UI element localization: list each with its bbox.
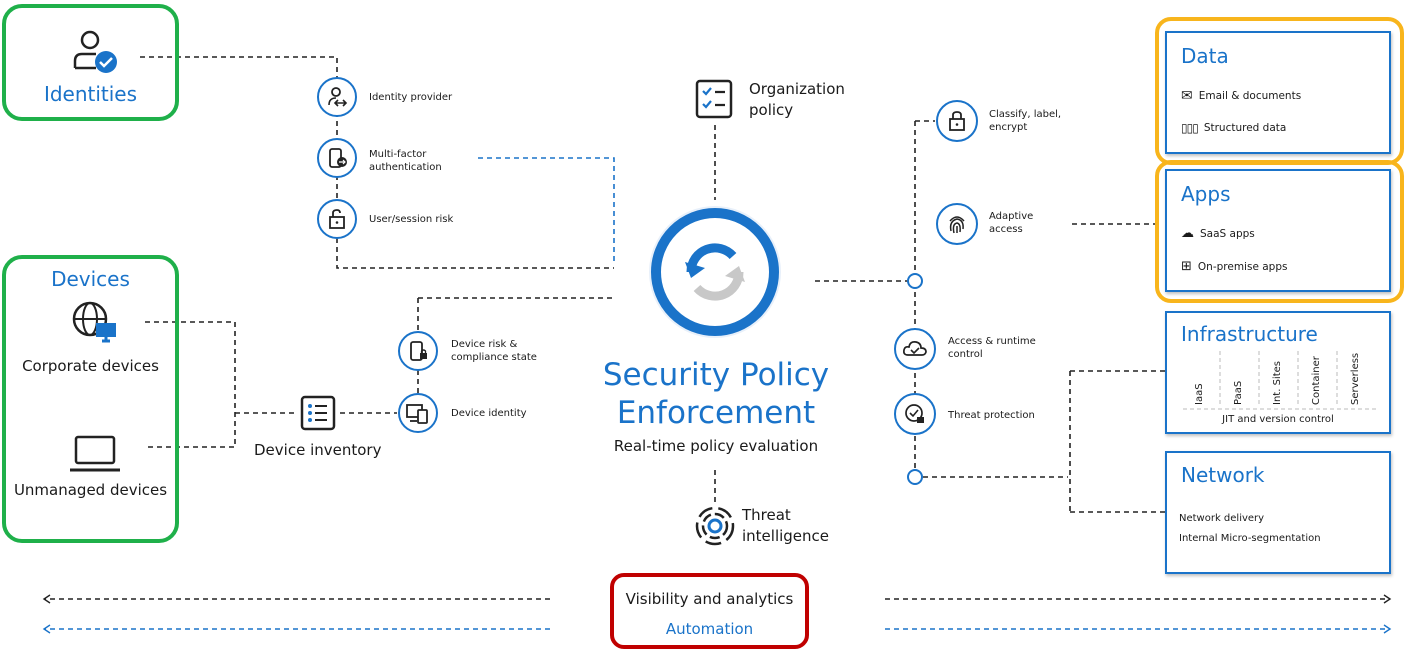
apps-item-onprem: ⊞ On-premise apps	[1181, 259, 1287, 274]
threat-intelligence-label: Threat intelligence	[742, 506, 830, 545]
device-identity-label: Device identity	[451, 408, 527, 419]
infra-column-container: Container	[1311, 356, 1322, 405]
apps-title: Apps	[1181, 182, 1231, 206]
organization-policy-label: Organization policy	[749, 80, 845, 119]
apps-item-label: SaaS apps	[1200, 227, 1255, 240]
infrastructure-box: Infrastructure IaaS PaaS Int. Sites Cont…	[1165, 311, 1391, 434]
center-title-line2: Enforcement	[616, 395, 816, 431]
device-identity-icon	[398, 393, 438, 433]
unlock-icon	[317, 199, 357, 239]
checklist-icon	[695, 79, 733, 119]
shield-check-icon	[894, 393, 936, 435]
device-lock-icon	[398, 331, 438, 371]
data-item-structured: ▯▯▯ Structured data	[1181, 121, 1286, 135]
data-box: Data ✉ Email & documents ▯▯▯ Structured da…	[1165, 31, 1391, 154]
junction-node	[907, 273, 923, 289]
infra-column-iaas: IaaS	[1194, 383, 1205, 405]
threat-radar-icon	[695, 506, 735, 546]
infra-footer: JIT and version control	[1222, 414, 1334, 425]
fingerprint-icon	[936, 203, 978, 245]
apps-item-label: On-premise apps	[1197, 260, 1288, 273]
data-item-label: Structured data	[1203, 122, 1287, 134]
center-subtitle: Real-time policy evaluation	[613, 437, 819, 455]
center-title: Security Policy Enforcement	[560, 356, 872, 432]
visibility-box: Visibility and analytics Automation	[610, 573, 809, 649]
mfa-phone-icon	[317, 138, 357, 178]
visibility-label: Visibility and analytics	[625, 590, 794, 608]
identity-provider-icon	[317, 77, 357, 117]
list-icon	[300, 395, 336, 431]
device-risk-label: Device risk & compliance state	[451, 339, 537, 363]
lock-icon	[936, 100, 978, 142]
classify-label: Classify, label, encrypt	[989, 109, 1062, 133]
apps-item-saas: ☁ SaaS apps	[1181, 226, 1255, 241]
data-item-email: ✉ Email & documents	[1181, 88, 1301, 104]
mfa-label: Multi-factor authentication	[369, 149, 442, 173]
data-item-label: Email & documents	[1198, 90, 1302, 102]
identities-box: Identities	[2, 4, 179, 121]
access-runtime-label: Access & runtime control	[948, 336, 1036, 360]
user-check-icon	[73, 30, 117, 73]
infrastructure-title: Infrastructure	[1181, 322, 1318, 346]
infra-column-paas: PaaS	[1233, 380, 1244, 405]
cloud-download-icon: ☁	[1181, 226, 1194, 241]
policy-engine-sync-icon	[651, 208, 779, 336]
automation-label: Automation	[665, 620, 754, 638]
device-inventory-label: Device inventory	[254, 441, 382, 459]
infra-column-serverless: Serverless	[1350, 352, 1361, 405]
network-title: Network	[1181, 463, 1265, 487]
adaptive-access-label: Adaptive access	[989, 211, 1034, 235]
apps-grid-icon: ⊞	[1181, 259, 1192, 274]
identities-label: Identities	[43, 82, 138, 106]
infra-column-int-sites: Int. Sites	[1272, 361, 1283, 405]
cloud-check-icon	[894, 328, 936, 370]
devices-box: Devices Corporate devices Unmanaged devi…	[2, 255, 179, 543]
apps-highlight	[1155, 160, 1404, 303]
unmanaged-devices-label: Unmanaged devices	[13, 481, 168, 499]
apps-box: Apps ☁ SaaS apps ⊞ On-premise apps	[1165, 169, 1391, 292]
envelope-icon: ✉	[1181, 88, 1193, 104]
laptop-icon	[70, 435, 120, 472]
identity-provider-label: Identity provider	[369, 92, 453, 103]
threat-protection-label: Threat protection	[948, 410, 1035, 421]
data-title: Data	[1181, 44, 1229, 68]
junction-node	[907, 469, 923, 485]
user-session-risk-label: User/session risk	[369, 214, 454, 225]
globe-monitor-icon	[72, 301, 116, 343]
center-title-line1: Security Policy	[602, 357, 830, 393]
columns-icon: ▯▯▯	[1181, 121, 1199, 135]
corporate-devices-label: Corporate devices	[22, 357, 159, 375]
devices-title: Devices	[51, 267, 130, 291]
network-box: Network Network delivery Internal Micro-…	[1165, 451, 1391, 574]
network-item: Network delivery	[1179, 513, 1265, 524]
network-item: Internal Micro-segmentation	[1179, 533, 1321, 544]
